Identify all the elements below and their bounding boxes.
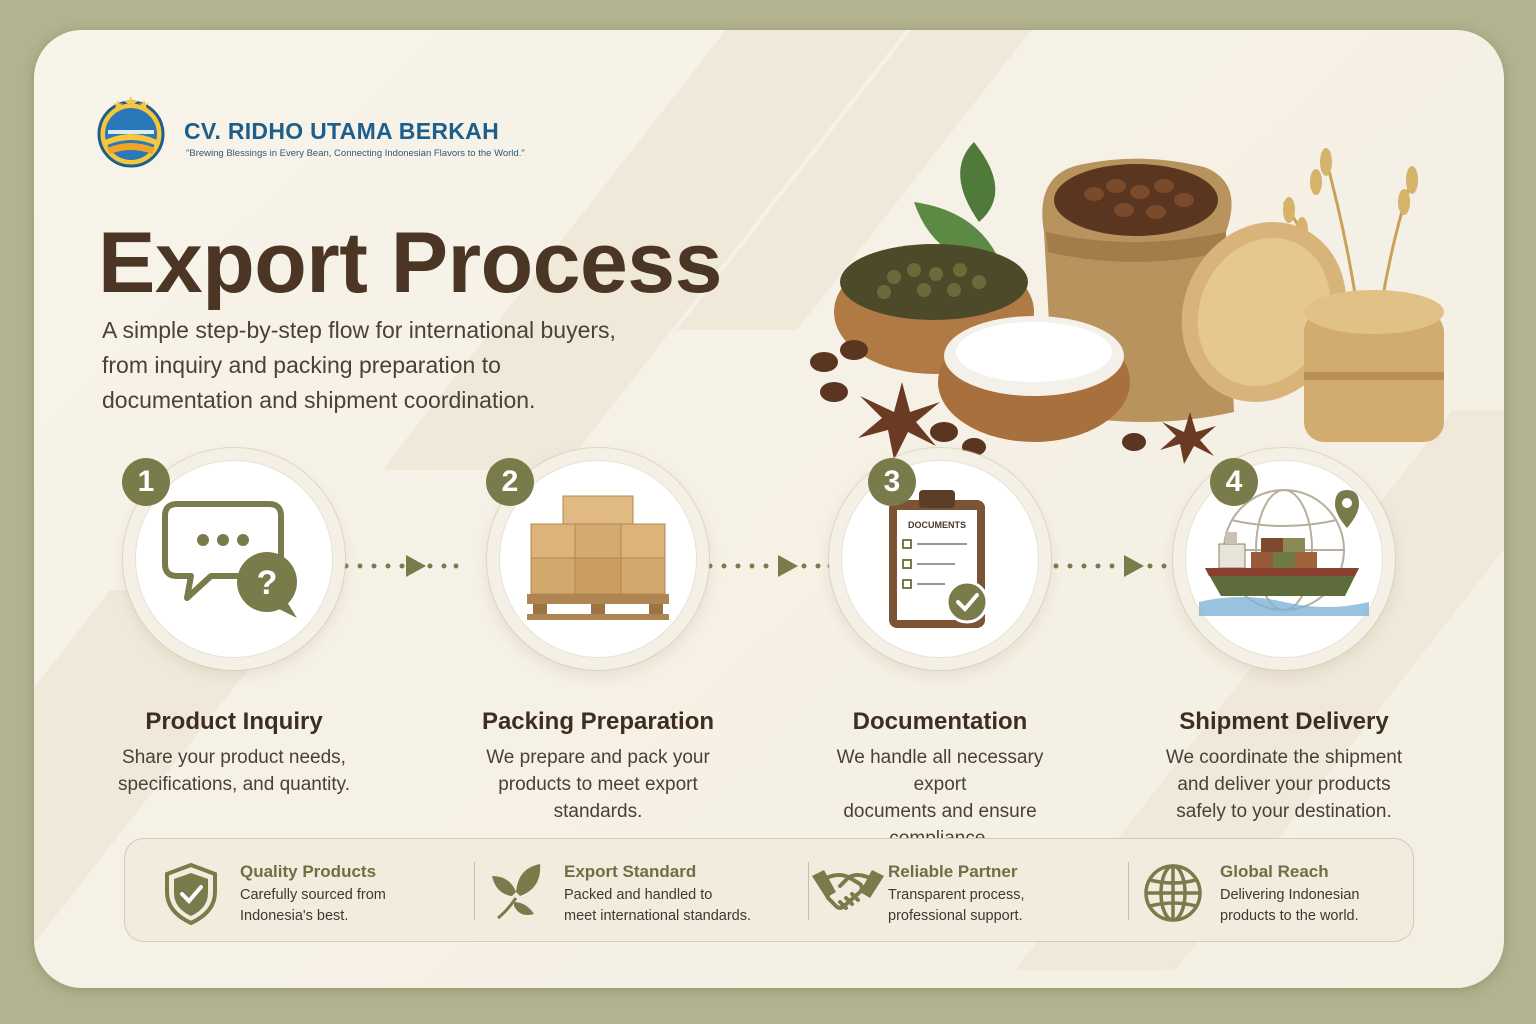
feature-desc-line: Indonesia's best. (240, 908, 349, 924)
step-description: Share your product needs, specifications… (84, 744, 384, 798)
feature-desc-line: Transparent process, (888, 887, 1025, 903)
page-subtitle: A simple step-by-step flow for internati… (102, 313, 702, 418)
feature-reliable-partner: Reliable Partner Transparent process, pr… (810, 838, 1110, 942)
feature-divider (1128, 862, 1129, 920)
step-description: We prepare and pack your products to mee… (448, 744, 748, 825)
brand-name: CV. RIDHO UTAMA BERKAH (184, 118, 499, 144)
step-connector-arrow (343, 555, 459, 577)
feature-quality-products: Quality Products Carefully sourced from … (162, 838, 442, 942)
step-desc-line: specifications, and quantity. (117, 774, 350, 795)
step-title: Product Inquiry (145, 708, 323, 735)
step-title: Documentation (852, 708, 1028, 735)
step-product-inquiry: ? 1 Product Inquiry Share your product n… (84, 448, 384, 828)
step-description: We coordinate the shipment and deliver y… (1134, 744, 1434, 825)
feature-description: Packed and handled to meet international… (564, 885, 784, 927)
leaves-icon (492, 864, 541, 920)
step-desc-line: Share your product needs, (122, 747, 346, 768)
features-bar: Quality Products Carefully sourced from … (124, 838, 1414, 942)
page-title: Export Process (98, 215, 722, 311)
feature-title: Global Reach (1220, 862, 1329, 881)
step-desc-line: safely to your destination. (1176, 801, 1392, 822)
feature-divider (474, 862, 475, 920)
company-logo (97, 96, 165, 168)
brand-tagline: "Brewing Blessings in Every Bean, Connec… (186, 148, 525, 159)
feature-title: Reliable Partner (888, 862, 1018, 881)
chat-question-icon: ? (162, 501, 297, 618)
step-packing-preparation: 2 Packing Preparation We prepare and pac… (448, 448, 748, 828)
feature-desc-line: Packed and handled to (564, 887, 713, 903)
step-documentation: DOCUMENTS 3 Documentation We handle all … (790, 448, 1090, 849)
feature-desc-line: professional support. (888, 908, 1023, 924)
handshake-icon (812, 870, 884, 910)
feature-desc-line: products to the world. (1220, 908, 1359, 924)
produce-illustration (810, 142, 1444, 464)
feature-global-reach: Global Reach Delivering Indonesian produ… (1142, 838, 1402, 942)
feature-export-standard: Export Standard Packed and handled to me… (486, 838, 786, 942)
step-number: 1 (122, 458, 170, 506)
feature-desc-line: meet international standards. (564, 908, 751, 924)
feature-title: Export Standard (564, 862, 697, 881)
subtitle-line: from inquiry and packing preparation to (102, 352, 501, 378)
step-title: Packing Preparation (481, 708, 715, 735)
step-desc-line: We prepare and pack your (486, 747, 710, 768)
subtitle-line: A simple step-by-step flow for internati… (102, 317, 616, 343)
step-desc-line: standards. (553, 801, 643, 822)
step-icon-circle (1173, 448, 1395, 670)
feature-title: Quality Products (240, 862, 377, 881)
feature-desc-line: Carefully sourced from (240, 887, 386, 903)
step-desc-line: and deliver your products (1177, 774, 1391, 795)
feature-description: Carefully sourced from Indonesia's best. (240, 885, 440, 927)
step-desc-line: products to meet export (498, 774, 698, 795)
clipboard-documents-icon: DOCUMENTS (889, 490, 989, 628)
clipboard-label: DOCUMENTS (908, 520, 966, 530)
svg-text:?: ? (257, 564, 278, 602)
shield-check-icon (165, 862, 217, 926)
step-number: 3 (868, 458, 916, 506)
feature-description: Transparent process, professional suppor… (888, 885, 1088, 927)
step-number: 2 (486, 458, 534, 506)
step-desc-line: documents and ensure (843, 801, 1037, 822)
subtitle-line: documentation and shipment coordination. (102, 387, 536, 413)
export-process-card: CV. RIDHO UTAMA BERKAH "Brewing Blessing… (34, 30, 1504, 988)
globe-icon (1144, 864, 1202, 922)
feature-desc-line: Delivering Indonesian (1220, 887, 1360, 903)
feature-divider (808, 862, 809, 920)
feature-description: Delivering Indonesian products to the wo… (1220, 885, 1420, 927)
step-icon-circle: DOCUMENTS (829, 448, 1051, 670)
step-number: 4 (1210, 458, 1258, 506)
cargo-ship-globe-icon (1199, 489, 1369, 616)
step-title: Shipment Delivery (1179, 708, 1389, 735)
step-desc-line: We coordinate the shipment (1165, 747, 1403, 768)
boxes-pallet-icon (527, 495, 669, 620)
step-desc-line: We handle all necessary export (836, 747, 1044, 795)
step-description: We handle all necessary export documents… (790, 744, 1090, 852)
step-shipment-delivery: 4 Shipment Delivery We coordinate the sh… (1134, 448, 1434, 828)
